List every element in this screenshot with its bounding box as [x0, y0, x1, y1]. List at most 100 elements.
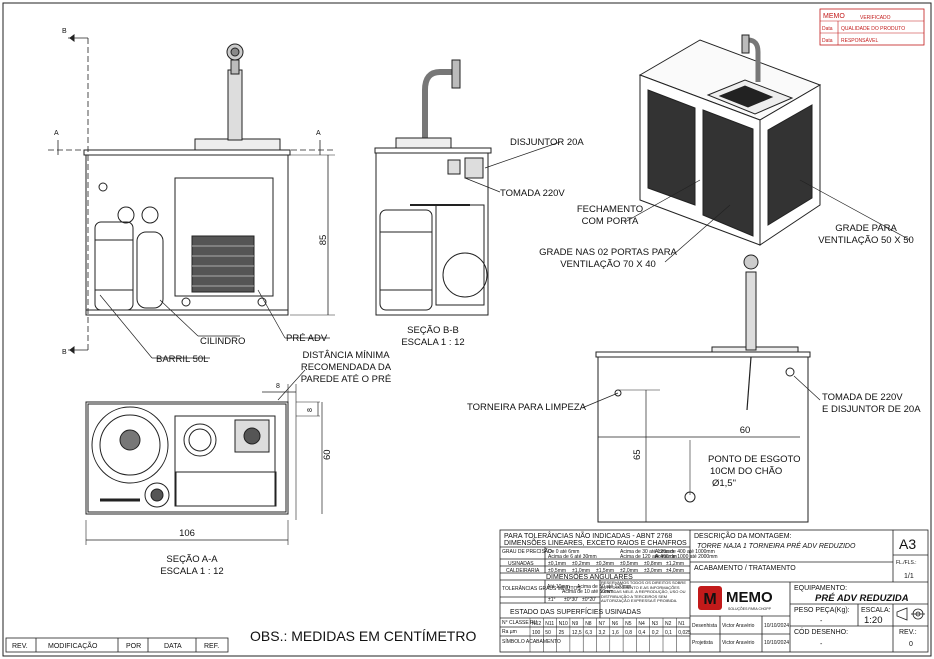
barrel-50l	[94, 221, 134, 311]
approval-stamp: MEMO VERIFICADO Data QUALIDADE DO PRODUT…	[819, 8, 925, 46]
tol-title-1: PARA TOLERÂNCIAS NÃO INDICADAS - ABNT 27…	[504, 531, 672, 540]
surface-row-ra: Ra µm	[502, 629, 517, 635]
cabinet-front	[85, 154, 289, 316]
marker-b-bottom: B	[62, 349, 67, 356]
marker-a-left: A	[54, 130, 59, 137]
label-grade-lateral-1: GRADE PARA	[835, 223, 897, 234]
proj-name: Victor Aravério	[722, 640, 755, 646]
label-side-tomada-1: TOMADA DE 220V	[822, 392, 903, 403]
surface-class-label: N9	[572, 621, 579, 627]
tol-usinadas-c1: ±0,1mm	[548, 561, 566, 567]
caption-aa-title: SEÇÃO A-A	[166, 554, 218, 565]
tol-usinadas-c4: ±0,5mm	[620, 561, 638, 567]
memo-logo: M MEMO SOLUÇÕES PARA CHOPP	[698, 586, 773, 611]
proj-date: 10/10/2024	[764, 640, 789, 646]
surface-ra-value: 1,6	[612, 630, 619, 636]
tol-row-precision-c3: Acima de 30 até 120mm	[620, 549, 674, 555]
surface-ra-value: 0,025	[678, 630, 691, 636]
note-distancia-3: PAREDE ATÉ O PRÉ	[301, 374, 391, 385]
svg-text:M: M	[703, 591, 716, 608]
label-pre-adv: PRÉ ADV	[286, 333, 328, 344]
legal-text-box: RESERVAMOS TODOS OS DIREITOS SOBRE ESTE …	[601, 581, 686, 603]
surface-class-label: N8	[585, 621, 592, 627]
desc-label: DESCRIÇÃO DA MONTAGEM:	[694, 531, 792, 540]
angular-c1: Até 10mm	[547, 584, 570, 590]
desc-value: TORRE NAJA 1 TORNEIRA PRÉ ADV REDUZIDO	[697, 541, 856, 550]
surface-ra-value: 0,2	[652, 630, 659, 636]
label-side-tomada-2: E DISJUNTOR DE 20A	[822, 404, 921, 415]
angular-title: DIMENSÕES ANGULARES	[546, 572, 633, 581]
pre-adv-unit	[174, 177, 274, 297]
label-tomada: TOMADA 220V	[500, 188, 565, 199]
note-distancia-2: RECOMENDADA DA	[301, 362, 392, 373]
tol-cald-c2: ±1,0mm	[572, 568, 590, 574]
tol-cald-c6: ±4,0mm	[666, 568, 684, 574]
dim-aa-60: 60	[322, 449, 333, 460]
rev-value: 0	[909, 641, 913, 648]
label-esgoto-2: 10CM DO CHÃO	[710, 466, 782, 477]
rev-header-data: DATA	[164, 643, 182, 650]
surface-class-label: N10	[559, 621, 568, 627]
surface-class-label: N1	[678, 621, 685, 627]
tol-row-caldeiraria: CALDEIRARIA	[506, 568, 540, 574]
tol-cald-c3: ±1,5mm	[596, 568, 614, 574]
proj-label: Projetista	[692, 640, 713, 646]
angular-c2: Acima de 10 até 50mm	[562, 589, 613, 595]
label-esgoto-1: PONTO DE ESGOTO	[708, 454, 801, 465]
co2-cylinder	[136, 231, 164, 309]
angular-label: TOLERÂNCIAS GRAUS MINUTOS	[502, 585, 581, 592]
surface-ra-value: 6,3	[585, 630, 592, 636]
surface-class-label: N5	[625, 621, 632, 627]
surface-ra-value: 100	[532, 630, 541, 636]
surface-ra-value: 0,4	[638, 630, 645, 636]
marker-b-top: B	[62, 28, 67, 35]
angular-v1: ±1°	[548, 597, 556, 603]
label-disjuntor: DISJUNTOR 20A	[510, 137, 584, 148]
logo-sub: SOLUÇÕES PARA CHOPP	[728, 606, 772, 611]
tol-row-precision-c5: Acima de 400 até 1000mm	[655, 549, 715, 555]
label-esgoto-3: Ø1,5"	[712, 478, 736, 489]
rev-label: REV.:	[899, 629, 917, 636]
drawn-name: Victor Aravério	[722, 623, 755, 629]
surface-class-label: N7	[599, 621, 606, 627]
front-view	[48, 34, 335, 359]
surface-ra-value: 50	[545, 630, 551, 636]
tol-usinadas-c2: ±0,2mm	[572, 561, 590, 567]
section-aa-view	[85, 369, 323, 545]
stamp-row-3-value: RESPONSÁVEL	[841, 37, 878, 44]
surface-class-label: N3	[652, 621, 659, 627]
scale-label: ESCALA:	[861, 607, 891, 614]
stamp-row-1: VERIFICADO	[860, 15, 891, 21]
marker-a-right: A	[316, 130, 321, 137]
weight-label: PESO PEÇA(Kg):	[794, 607, 850, 614]
angular-v2: ±0°30'	[564, 597, 578, 603]
drawn-label: Desenhista	[692, 623, 717, 629]
scale-value: 1:20	[864, 615, 883, 626]
weight-value: -	[820, 618, 823, 625]
dim-wall-8: 8	[276, 383, 280, 390]
tol-row-precision: GRAU DE PRECISÃO	[502, 548, 552, 555]
surface-class-label: N12	[532, 621, 541, 627]
surface-class-label: N2	[665, 621, 672, 627]
rev-header-mod: MODIFICAÇÃO	[48, 641, 98, 650]
surface-class-cells: N12100N1150N1025N912,5N86,3N73,2N61,6N50…	[529, 618, 691, 652]
tol-cald-c5: ±3,0mm	[644, 568, 662, 574]
tol-cald-c4: ±2,0mm	[620, 568, 638, 574]
label-cilindro: CILINDRO	[200, 336, 245, 347]
tol-row-precision-c1: De 0 até 6mm	[548, 549, 579, 555]
angular-v3: ±0°20'	[582, 597, 596, 603]
surface-ra-value: 25	[559, 630, 565, 636]
surface-ra-value: 3,2	[599, 630, 606, 636]
label-grade-lateral-2: VENTILAÇÃO 50 X 50	[818, 235, 914, 246]
stamp-row-2-value: QUALIDADE DO PRODUTO	[841, 26, 905, 32]
angular-c3: Acima de 50 até 120mm	[577, 584, 631, 590]
surface-class-label: N11	[545, 621, 554, 627]
tol-row-precision-c6: Acima de 1000 até 2000mm	[655, 554, 718, 560]
stamp-row-2-label: Data	[822, 26, 833, 32]
surface-ra-value: 0,1	[665, 630, 672, 636]
revision-table	[5, 637, 229, 653]
tol-title-2: DIMENSÕES LINEARES, EXCETO RAIOS E CHANF…	[504, 538, 687, 547]
tol-usinadas-c5: ±0,8mm	[644, 561, 662, 567]
tol-row-usinadas: USINADAS	[508, 561, 534, 567]
